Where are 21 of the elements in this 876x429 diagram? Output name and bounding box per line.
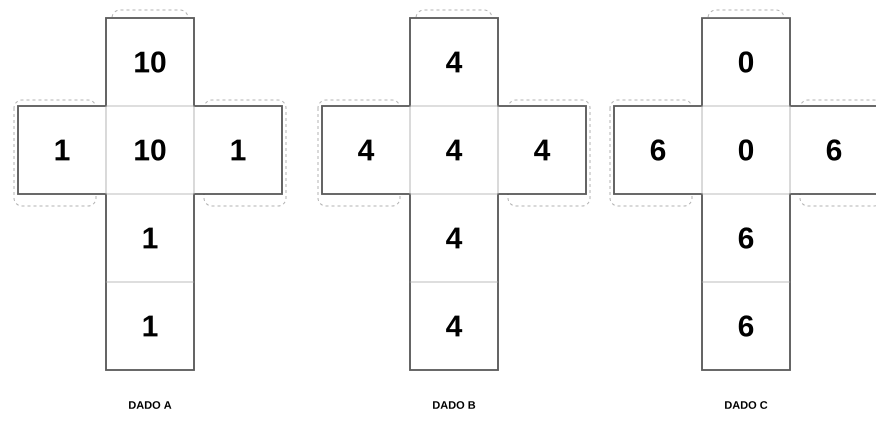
- number-cell: 6: [702, 282, 790, 370]
- die-label: DADO C: [725, 401, 768, 409]
- number-cell: 1: [18, 106, 106, 194]
- number-cell: 1: [106, 282, 194, 370]
- die-label: DADO A: [129, 401, 172, 409]
- die-label: DADO B: [433, 401, 476, 409]
- number-cell: 0: [702, 18, 790, 106]
- number-cell: 4: [498, 106, 586, 194]
- number-cell: 6: [614, 106, 702, 194]
- number-cell: 4: [410, 106, 498, 194]
- number-cell: 4: [410, 18, 498, 106]
- number-cell: 4: [322, 106, 410, 194]
- number-cell: 4: [410, 194, 498, 282]
- number-cell: 1: [106, 194, 194, 282]
- number-cell: 6: [702, 194, 790, 282]
- number-cell: 10: [106, 106, 194, 194]
- number-cell: 10: [106, 18, 194, 106]
- number-cell: 0: [702, 106, 790, 194]
- number-cell: 1: [194, 106, 282, 194]
- number-cell: 4: [410, 282, 498, 370]
- number-cell: 6: [790, 106, 876, 194]
